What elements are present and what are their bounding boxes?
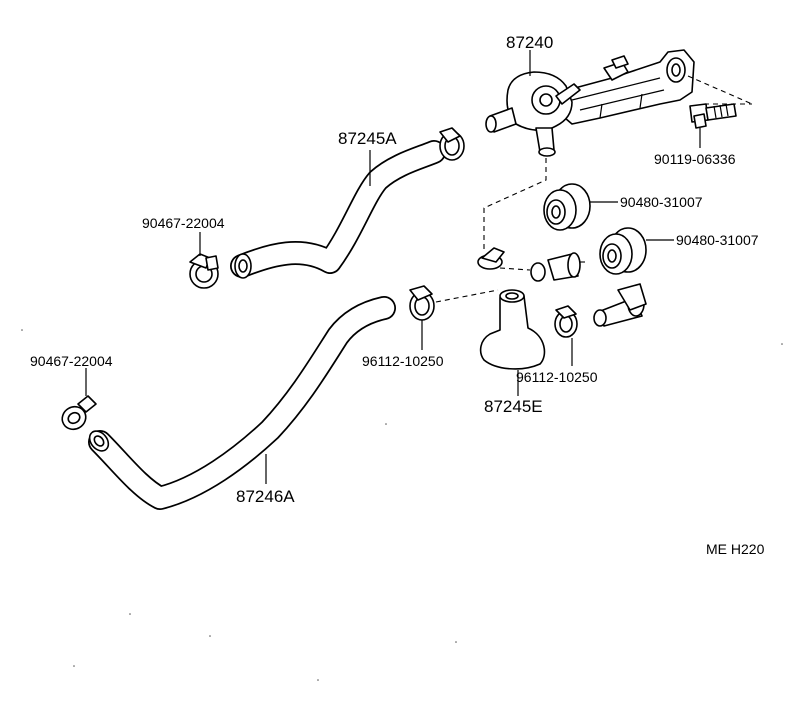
label-hose-elbow: 87245E — [484, 397, 543, 416]
label-water-valve: 87240 — [506, 33, 553, 52]
clamp-upper-left[interactable] — [189, 253, 219, 289]
grommet-lower[interactable] — [599, 227, 647, 275]
pipe-stub-right[interactable] — [593, 283, 647, 327]
figure-code: ME H220 — [706, 541, 765, 557]
label-clamp-lower-left: 90467-22004 — [30, 353, 113, 369]
hose-lower[interactable] — [86, 296, 396, 510]
clamp-center[interactable] — [477, 247, 505, 270]
clamp-upper-right[interactable] — [439, 127, 465, 161]
label-hose-lower: 87246A — [236, 487, 295, 506]
hose-upper[interactable] — [230, 140, 446, 279]
label-clamp-upper-left: 90467-22004 — [142, 215, 225, 231]
label-bolt: 90119-06336 — [654, 151, 736, 167]
label-grommet-lower: 90480-31007 — [676, 232, 759, 248]
grommet-upper[interactable] — [543, 183, 591, 231]
water-valve-assembly[interactable] — [485, 49, 695, 157]
clamp-lower-left[interactable] — [58, 395, 97, 434]
label-hose-upper: 87245A — [338, 129, 397, 148]
label-clip-center: 96112-10250 — [362, 353, 444, 369]
pipe-stub-center[interactable] — [499, 252, 586, 282]
bolt[interactable] — [689, 103, 737, 129]
label-grommet-upper: 90480-31007 — [620, 194, 703, 210]
hose-elbow[interactable] — [479, 289, 546, 370]
clip-right[interactable] — [554, 305, 578, 338]
clip-center[interactable] — [409, 285, 435, 321]
label-clip-right: 96112-10250 — [516, 369, 598, 385]
